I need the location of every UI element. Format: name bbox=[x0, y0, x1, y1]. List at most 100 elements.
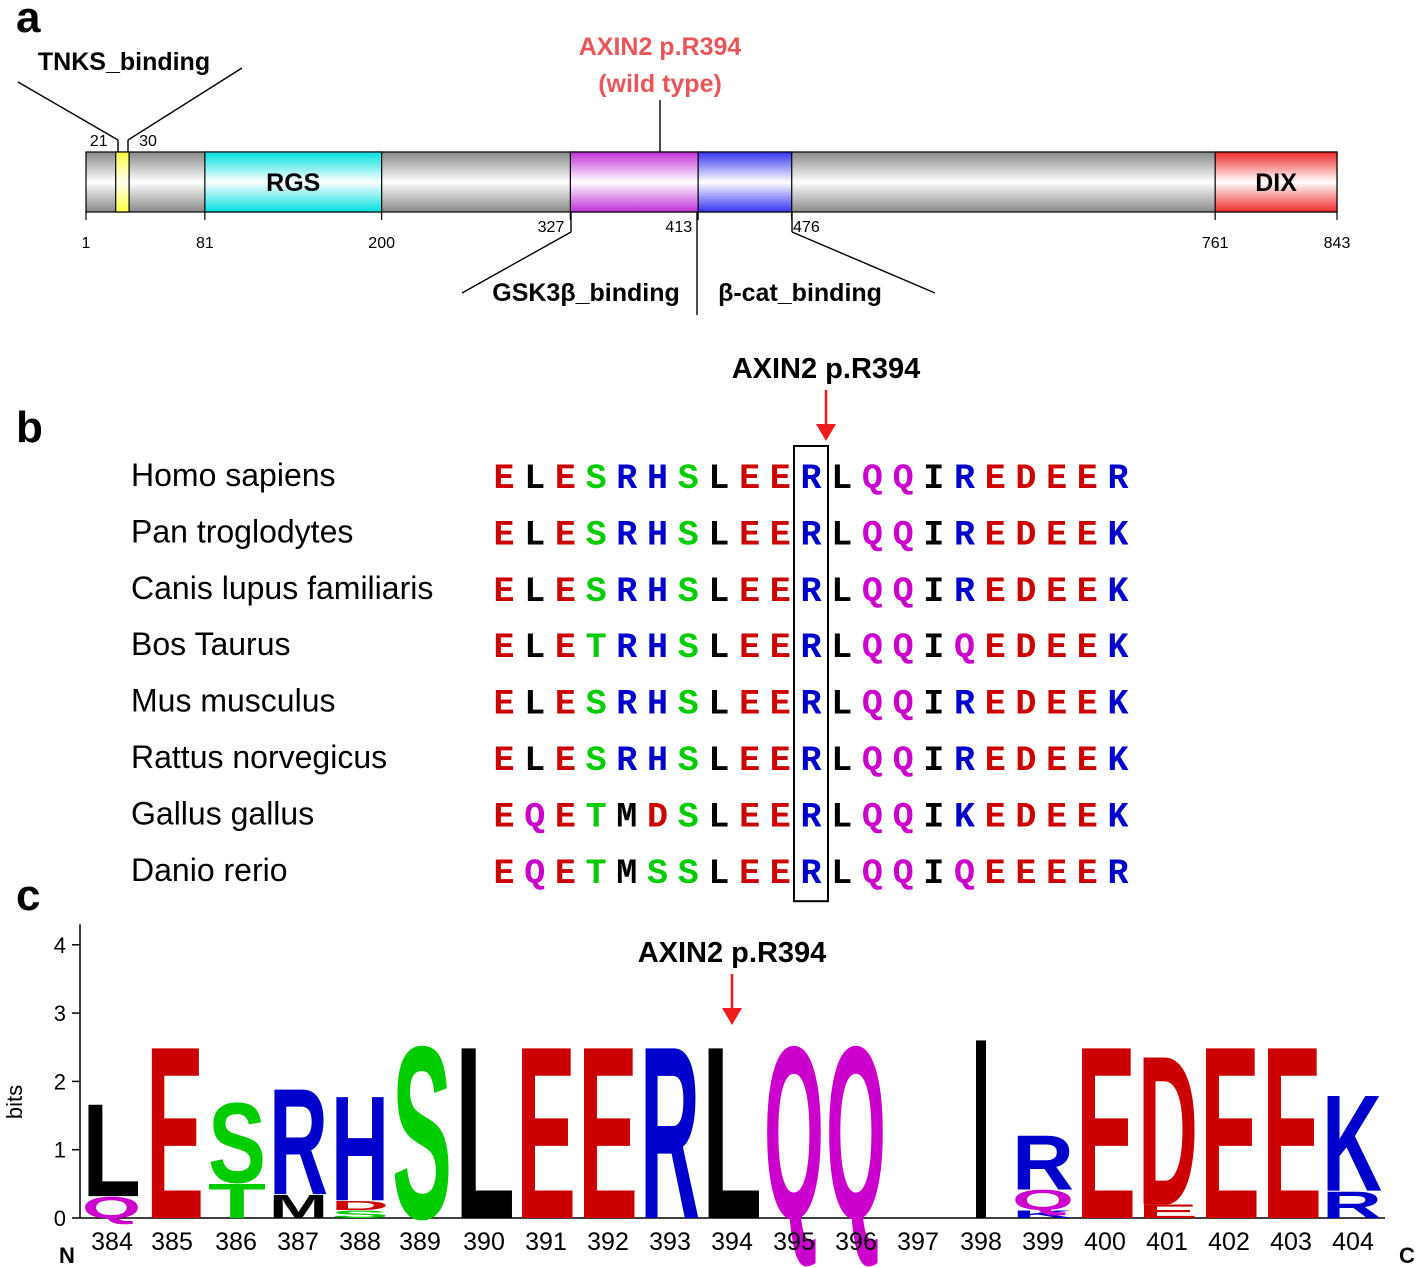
top-tick-label: 21 bbox=[90, 133, 108, 150]
residue: L bbox=[708, 628, 729, 668]
residue: E bbox=[493, 459, 514, 499]
residue: E bbox=[555, 854, 576, 894]
residue: E bbox=[739, 459, 760, 499]
domain-label-dix: DIX bbox=[1255, 169, 1297, 197]
domain-rgs bbox=[204, 151, 383, 213]
logo-arrow-head bbox=[722, 1008, 742, 1025]
residue: E bbox=[1046, 685, 1067, 725]
logo-position-label: 385 bbox=[151, 1228, 193, 1256]
residue: S bbox=[678, 741, 699, 781]
residue: E bbox=[1077, 741, 1098, 781]
logo-y-tick-label: 2 bbox=[54, 1069, 66, 1094]
residue: L bbox=[708, 741, 729, 781]
logo-position-label: 391 bbox=[525, 1228, 567, 1256]
alignment-arrow-head bbox=[816, 424, 836, 441]
residue: S bbox=[678, 628, 699, 668]
residue: E bbox=[1046, 515, 1067, 555]
bottom-tick-label: 327 bbox=[538, 219, 565, 236]
logo-letter: Q bbox=[764, 995, 824, 1268]
variant-label-line2: (wild type) bbox=[598, 70, 722, 98]
panel-a-label: a bbox=[16, 0, 41, 42]
residue: S bbox=[586, 459, 607, 499]
residue: T bbox=[586, 797, 607, 837]
logo-position-label: 387 bbox=[277, 1228, 319, 1256]
residue: K bbox=[954, 797, 975, 837]
panel-b-label: b bbox=[16, 403, 43, 452]
residue: L bbox=[524, 741, 545, 781]
residue: L bbox=[708, 459, 729, 499]
residue: E bbox=[493, 685, 514, 725]
residue: S bbox=[586, 572, 607, 612]
logo-position-label: 390 bbox=[463, 1228, 505, 1256]
residue: L bbox=[524, 572, 545, 612]
residue: I bbox=[923, 797, 944, 837]
residue: E bbox=[1046, 572, 1067, 612]
residue: I bbox=[923, 572, 944, 612]
residue: R bbox=[800, 685, 821, 725]
residue: S bbox=[586, 515, 607, 555]
bottom-tick-label: 81 bbox=[196, 235, 214, 252]
residue: E bbox=[985, 685, 1006, 725]
domain-tnks-binding bbox=[115, 151, 130, 213]
residue: L bbox=[831, 741, 852, 781]
logo-position-label: 396 bbox=[835, 1228, 877, 1256]
species-name: Bos Taurus bbox=[131, 626, 291, 662]
tnks-callout-left bbox=[17, 81, 119, 141]
tnks-callout-right bbox=[127, 67, 243, 141]
species-name: Mus musculus bbox=[131, 683, 336, 719]
residue: D bbox=[1015, 797, 1036, 837]
logo-arrow-label: AXIN2 p.R394 bbox=[638, 937, 827, 969]
residue: R bbox=[800, 797, 821, 837]
residue: E bbox=[770, 459, 791, 499]
residue: R bbox=[616, 572, 637, 612]
residue: K bbox=[1107, 797, 1128, 837]
residue: E bbox=[1046, 797, 1067, 837]
residue: H bbox=[647, 628, 668, 668]
n-terminus-label: N bbox=[59, 1243, 75, 1268]
residue: L bbox=[524, 459, 545, 499]
residue: Q bbox=[893, 515, 914, 555]
logo-y-tick-label: 1 bbox=[54, 1138, 66, 1163]
logo-letter: D bbox=[331, 1198, 389, 1213]
residue: R bbox=[954, 572, 975, 612]
residue: L bbox=[708, 854, 729, 894]
residue: Q bbox=[893, 628, 914, 668]
gsk3b-binding-label: GSK3β_binding bbox=[492, 279, 680, 307]
logo-letter: E bbox=[146, 997, 204, 1268]
tnks-binding-label: TNKS_binding bbox=[38, 48, 210, 76]
residue: R bbox=[616, 741, 637, 781]
residue: E bbox=[739, 741, 760, 781]
residue: E bbox=[985, 572, 1006, 612]
logo-position-label: 395 bbox=[773, 1228, 815, 1256]
residue: D bbox=[1015, 515, 1036, 555]
residue: D bbox=[1015, 572, 1036, 612]
residue: E bbox=[770, 572, 791, 612]
residue: E bbox=[1046, 628, 1067, 668]
residue: T bbox=[586, 854, 607, 894]
residue: S bbox=[678, 515, 699, 555]
residue: E bbox=[739, 515, 760, 555]
residue: D bbox=[1015, 685, 1036, 725]
residue: Q bbox=[893, 685, 914, 725]
residue: L bbox=[708, 515, 729, 555]
residue: S bbox=[678, 572, 699, 612]
variant-label-line1: AXIN2 p.R394 bbox=[579, 33, 742, 61]
residue: M bbox=[616, 797, 637, 837]
logo-y-tick-label: 3 bbox=[54, 1001, 66, 1026]
residue: S bbox=[678, 797, 699, 837]
logo-letter: Q bbox=[826, 995, 886, 1268]
logo-letter: E bbox=[1138, 1201, 1198, 1222]
residue: I bbox=[923, 685, 944, 725]
residue: H bbox=[647, 459, 668, 499]
residue: E bbox=[1077, 459, 1098, 499]
residue: S bbox=[678, 854, 699, 894]
residue: Q bbox=[893, 741, 914, 781]
residue: I bbox=[923, 741, 944, 781]
logo-letter: E bbox=[578, 996, 638, 1268]
residue: R bbox=[800, 459, 821, 499]
residue: R bbox=[616, 459, 637, 499]
residue: R bbox=[1107, 459, 1128, 499]
domain-dix bbox=[1214, 151, 1338, 213]
residue: E bbox=[1077, 572, 1098, 612]
